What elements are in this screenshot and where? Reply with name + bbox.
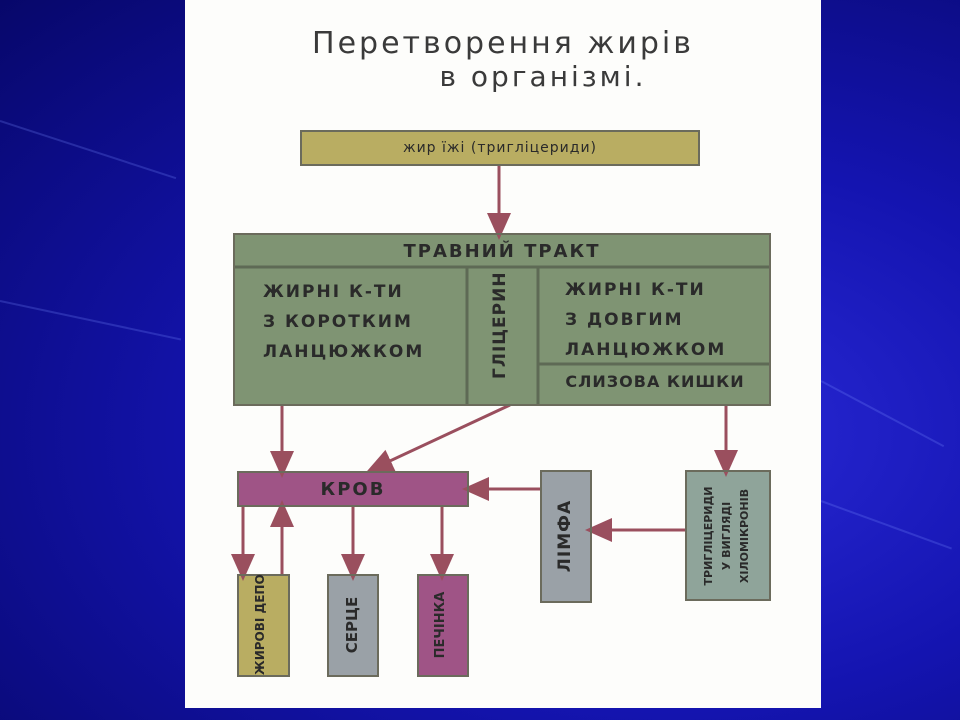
liver-label: ПЕЧІНКА <box>433 591 448 659</box>
background-streak <box>0 300 182 341</box>
diagram-slide: Перетворення жирів в організмі. жир їжі … <box>185 0 821 708</box>
lymph-label: ЛІМФА <box>555 499 575 573</box>
heart-label: СЕРЦЕ <box>343 596 361 654</box>
fat-depot-box <box>237 574 290 677</box>
liver-fill <box>417 574 469 677</box>
chylomicrons-line-1: ТРИГЛІЦЕРИДИ <box>702 486 715 586</box>
digestive-tract-fill <box>233 233 771 406</box>
chylomicrons-line-2: У ВИГЛЯДІ <box>720 501 733 571</box>
short-chain-line-2: З КОРОТКИМ <box>263 312 413 332</box>
title-line-2: в організмі. <box>439 60 647 93</box>
mucosa-label: СЛИЗОВА КИШКИ <box>565 372 745 391</box>
title-line-1: Перетворення жирів <box>312 26 694 61</box>
food-fat-box: жир їжі (тригліцериди) <box>300 130 700 166</box>
arrow-glycerin-to-blood <box>366 403 511 473</box>
chylomicrons-line-3: ХІЛОМІКРОНІВ <box>738 488 751 584</box>
lymph-fill <box>540 470 592 603</box>
food-fat-fill <box>300 130 700 166</box>
short-chain-line-1: ЖИРНІ К-ТИ <box>263 282 404 302</box>
chylomicrons-fill <box>685 470 771 601</box>
connector-layer <box>231 130 771 677</box>
short-chain-line-3: ЛАНЦЮЖКОМ <box>263 342 425 362</box>
background-streak <box>0 120 177 180</box>
long-chain-line-2: З ДОВГИМ <box>565 310 684 330</box>
long-chain-line-3: ЛАНЦЮЖКОМ <box>565 340 727 360</box>
digestive-tract-label: ТРАВНИЙ ТРАКТ <box>403 241 601 262</box>
heart-fill <box>327 574 379 677</box>
background-streak <box>820 500 952 550</box>
fat-depot-fill <box>237 574 290 677</box>
glycerin-label: ГЛІЦЕРИН <box>490 271 510 379</box>
food-fat-label: жир їжі (тригліцериди) <box>402 140 598 156</box>
long-chain-line-1: ЖИРНІ К-ТИ <box>565 280 706 300</box>
blood-label: КРОВ <box>320 479 386 500</box>
background-streak <box>820 380 945 448</box>
fat-depot-label: ЖИРОВІ ДЕПО <box>253 574 267 675</box>
